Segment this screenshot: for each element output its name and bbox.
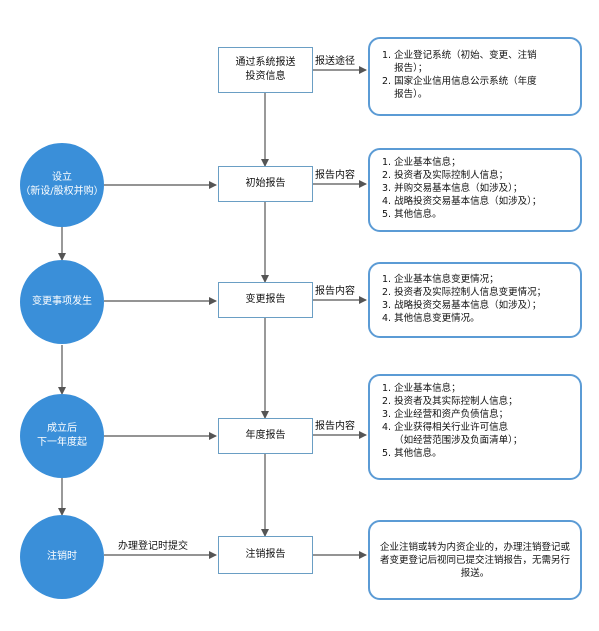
detail-change: 1. 企业基本信息变更情况； 2. 投资者及实际控制人信息变更情况； 3. 战略投资… (368, 262, 582, 338)
detail-line: 2. 投资者及实际控制人信息变更情况； (382, 287, 547, 298)
event-cancel-time: 注销时 (20, 515, 104, 599)
event-change-occurs: 变更事项发生 (20, 260, 104, 344)
detail-initial: 1. 企业基本信息； 2. 投资者及实际控制人信息； 3. 并购交易基本信息（如涉及… (368, 148, 582, 232)
detail-line: 5. 其他信息。 (382, 209, 442, 220)
label-content-annual: 报告内容 (315, 421, 355, 432)
label-channel: 报送途径 (315, 56, 355, 67)
detail-channels: 1. 企业登记系统（初始、变更、注销 报告）； 2. 国家企业信用信息公示系统（年… (368, 37, 582, 116)
detail-line: 3. 并购交易基本信息（如涉及）； (382, 183, 523, 194)
detail-annual: 1. 企业基本信息； 2. 投资者及其实际控制人信息； 3. 企业经营和资产负债信息… (368, 374, 582, 480)
detail-line: 4. 企业获得相关行业许可信息 (382, 422, 509, 433)
detail-line: 1. 企业基本信息； (382, 157, 461, 168)
detail-line: 2. 投资者及其实际控制人信息； (382, 396, 518, 407)
process-cancel-report: 注销报告 (218, 536, 313, 574)
event-annual-start: 成立后 下一年度起 (20, 394, 104, 478)
detail-line: 1. 企业基本信息变更情况； (382, 274, 499, 285)
detail-cancel-text: 企业注销或转为内资企业的，办理注销登记或者变更登记后视同已提交注销报告，无需另行… (380, 541, 571, 579)
event-establish: 设立 （新设/股权并购） (20, 143, 104, 227)
process-annual-report: 年度报告 (218, 418, 313, 454)
process-initial-report: 初始报告 (218, 166, 313, 202)
process-change-report: 变更报告 (218, 282, 313, 318)
process-submit: 通过系统报送 投资信息 (218, 47, 313, 93)
label-content-change: 报告内容 (315, 286, 355, 297)
detail-line: 报告）。 (382, 89, 428, 100)
detail-line: 4. 其他信息变更情况。 (382, 313, 480, 324)
detail-line: 1. 企业登记系统（初始、变更、注销 (382, 50, 537, 61)
detail-cancel: 企业注销或转为内资企业的，办理注销登记或者变更登记后视同已提交注销报告，无需另行… (368, 520, 582, 600)
detail-line: 5. 其他信息。 (382, 448, 442, 459)
detail-line: 3. 战略投资交易基本信息（如涉及）； (382, 300, 542, 311)
detail-line: 2. 投资者及实际控制人信息； (382, 170, 509, 181)
label-cancel-submit: 办理登记时提交 (118, 541, 188, 552)
detail-line: 报告）； (382, 63, 428, 74)
label-content-initial: 报告内容 (315, 170, 355, 181)
detail-line: 2. 国家企业信用信息公示系统（年度 (382, 76, 537, 87)
detail-line: 4. 战略投资交易基本信息（如涉及）； (382, 196, 542, 207)
detail-line: （如经营范围涉及负面清单）； (382, 435, 523, 446)
detail-line: 1. 企业基本信息； (382, 383, 461, 394)
detail-line: 3. 企业经营和资产负债信息； (382, 409, 509, 420)
